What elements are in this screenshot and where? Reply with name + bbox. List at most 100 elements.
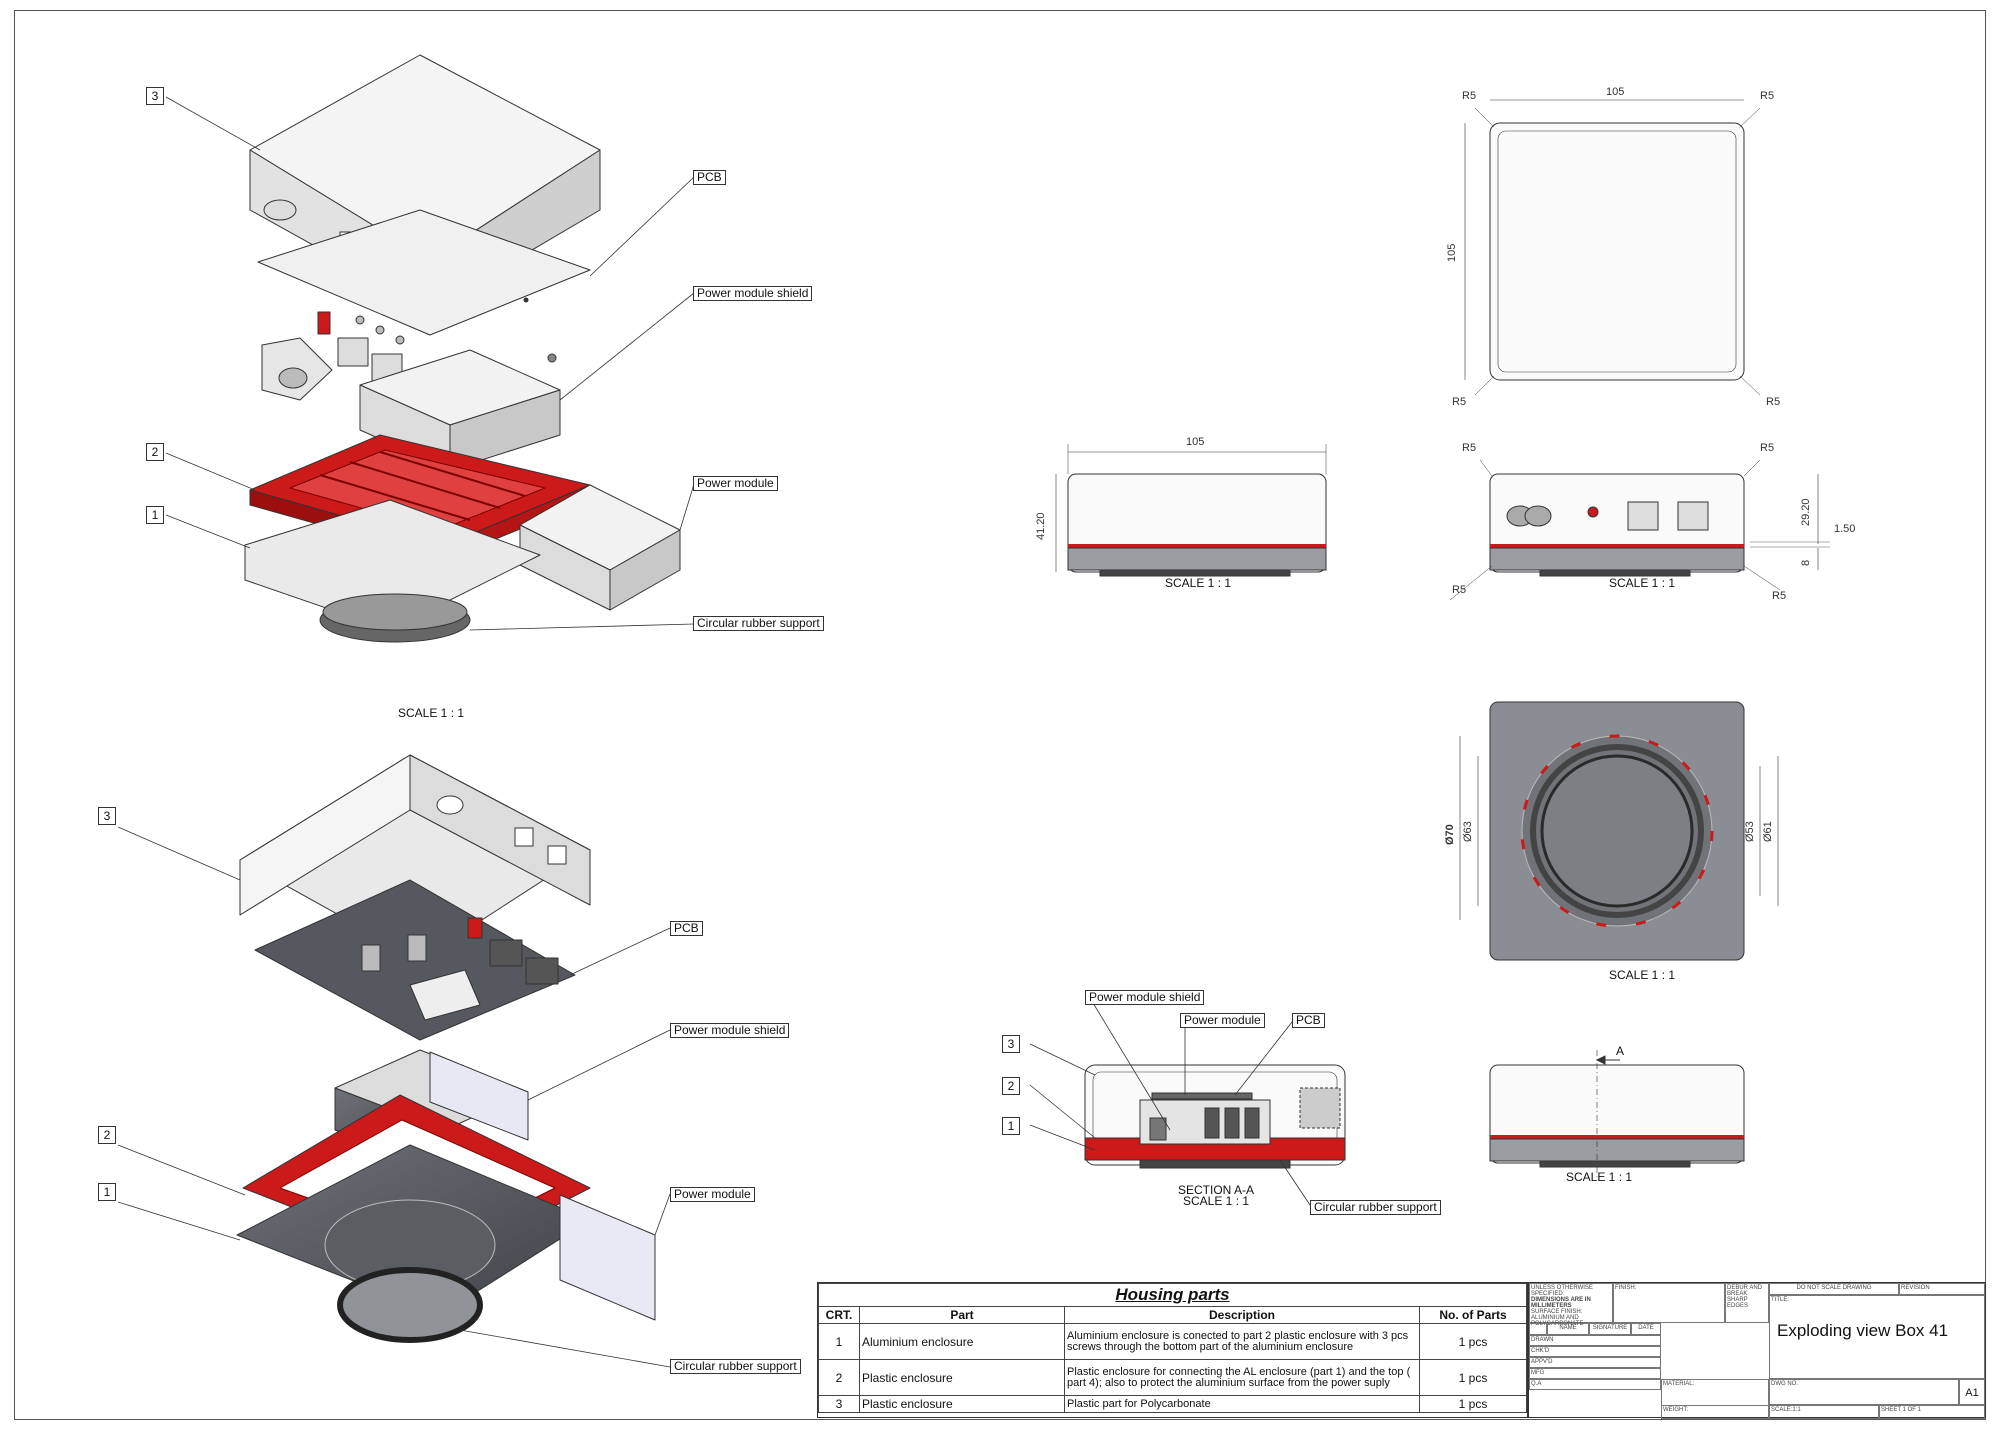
balloon-1-section: 1 — [1002, 1117, 1020, 1135]
tb-note2: DIMENSIONS ARE IN MILLIMETERS — [1531, 1297, 1591, 1309]
tb-title-cell: TITLE: Exploding view Box 41 — [1769, 1295, 1985, 1379]
tb-scale: SCALE:1:1 — [1769, 1405, 1879, 1419]
tb-dwgno: DWG NO. — [1769, 1379, 1959, 1405]
dim-front-height: 41.20 — [1035, 512, 1047, 540]
tb-finish: FINISH: — [1613, 1283, 1725, 1323]
tb-qa: Q.A — [1529, 1379, 1661, 1390]
row-1-desc: Aluminium enclosure is conected to part … — [1064, 1323, 1420, 1360]
tb-notes: UNLESS OTHERWISE SPECIFIED: DIMENSIONS A… — [1529, 1283, 1613, 1327]
table-row: 1 Aluminium enclosure Aluminium enclosur… — [818, 1323, 1527, 1360]
tb-noscale: DO NOT SCALE DRAWING — [1769, 1283, 1899, 1295]
row-3-qty: 1 pcs — [1419, 1395, 1527, 1413]
tb-title-label: TITLE: — [1771, 1297, 1790, 1303]
scale-side2: SCALE 1 : 1 — [1566, 1170, 1633, 1184]
dim-front-width: 105 — [1186, 436, 1205, 448]
dim-bottom-d63: Ø63 — [1462, 821, 1474, 842]
balloon-1-top: 1 — [146, 506, 164, 524]
exploded-view-bottom — [236, 754, 656, 1343]
col-qty: No. of Parts — [1419, 1306, 1527, 1324]
dim-top-r-tr: R5 — [1760, 90, 1775, 102]
balloon-1-bottom: 1 — [98, 1183, 116, 1201]
scale-label-exploded: SCALE 1 : 1 — [398, 706, 465, 720]
callout-shield-top: Power module shield — [693, 286, 813, 301]
leaders-bottom — [117, 826, 671, 1368]
row-1-part: Aluminium enclosure — [859, 1323, 1065, 1360]
col-crt: CRT. — [818, 1306, 860, 1324]
section-scale: SCALE 1 : 1 — [1183, 1194, 1250, 1208]
parts-table-title: Housing parts — [818, 1283, 1527, 1307]
bottom-view — [1459, 701, 1779, 961]
tb-weight: WEIGHT: — [1661, 1405, 1769, 1419]
dim-bottom-d61: Ø61 — [1762, 821, 1774, 842]
row-2-desc: Plastic enclosure for connecting the AL … — [1064, 1359, 1420, 1396]
housing-parts-table: Housing parts CRT. Part Description No. … — [817, 1282, 1528, 1418]
right-view — [1449, 459, 1830, 601]
row-3-part: Plastic enclosure — [859, 1395, 1065, 1413]
callout-rubber-bottom: Circular rubber support — [670, 1359, 801, 1374]
callout-module-section: Power module — [1180, 1013, 1265, 1028]
dim-right-t: 1.50 — [1834, 523, 1856, 535]
dim-top-r-bl: R5 — [1452, 396, 1467, 408]
title-block: UNLESS OTHERWISE SPECIFIED: DIMENSIONS A… — [1528, 1282, 1986, 1419]
callout-pcb-section: PCB — [1292, 1013, 1325, 1028]
dim-top-width: 105 — [1606, 86, 1625, 98]
table-row: 3 Plastic enclosure Plastic part for Pol… — [818, 1395, 1527, 1413]
row-2-qty: 1 pcs — [1419, 1359, 1527, 1396]
tb-note1: UNLESS OTHERWISE SPECIFIED: — [1531, 1285, 1593, 1297]
top-view — [1464, 99, 1761, 396]
row-2-crt: 2 — [818, 1359, 860, 1396]
section-marker-a: A — [1616, 1044, 1625, 1058]
dim-right-r-br: R5 — [1772, 590, 1787, 602]
tb-sheet: SHEET 1 OF 1 — [1879, 1405, 1985, 1419]
row-3-desc: Plastic part for Polycarbonate — [1064, 1395, 1420, 1413]
dim-right-r-bl: R5 — [1452, 584, 1467, 596]
col-description: Description — [1064, 1306, 1420, 1324]
tb-drawn: DRAWN — [1529, 1335, 1661, 1346]
row-1-qty: 1 pcs — [1419, 1323, 1527, 1360]
balloon-2-section: 2 — [1002, 1077, 1020, 1095]
col-part: Part — [859, 1306, 1065, 1324]
tb-revision: REVISION — [1899, 1283, 1985, 1295]
tb-signature: SIGNATURE — [1589, 1323, 1631, 1335]
balloon-3-top: 3 — [146, 87, 164, 105]
tb-appvd: APPV'D — [1529, 1357, 1661, 1368]
callout-pcb-top: PCB — [693, 170, 726, 185]
row-2-part: Plastic enclosure — [859, 1359, 1065, 1396]
drawing-sheet — [14, 10, 1986, 1420]
drawing-title: Exploding view Box 41 — [1777, 1321, 1949, 1340]
tb-deburr: DEBUR AND BREAK SHARP EDGES — [1725, 1283, 1769, 1323]
section-title: SECTION A-A — [1178, 1183, 1255, 1197]
callout-module-top: Power module — [693, 476, 778, 491]
dim-top-r-br: R5 — [1766, 396, 1781, 408]
callout-shield-section: Power module shield — [1085, 990, 1205, 1005]
table-row: 2 Plastic enclosure Plastic enclosure fo… — [818, 1359, 1527, 1396]
tb-size: A1 — [1959, 1379, 1985, 1405]
row-3-crt: 3 — [818, 1395, 860, 1413]
tb-name: NAME — [1547, 1323, 1589, 1335]
row-1-crt: 1 — [818, 1323, 860, 1360]
section-view — [1029, 997, 1346, 1206]
dim-right-h1: 29.20 — [1800, 498, 1812, 526]
tb-chkd: CHK'D — [1529, 1346, 1661, 1357]
tb-date: DATE — [1631, 1323, 1661, 1335]
balloon-3-section: 3 — [1002, 1035, 1020, 1053]
dim-top-height: 105 — [1446, 243, 1458, 262]
dim-top-r-tl: R5 — [1462, 90, 1477, 102]
tb-note3: SURFACE FINISH: ALUMINIUM AND POLYCARBON… — [1531, 1309, 1584, 1327]
callout-rubber-section: Circular rubber support — [1310, 1200, 1441, 1215]
dim-bottom-d53: Ø53 — [1744, 821, 1756, 842]
scale-bottom: SCALE 1 : 1 — [1609, 968, 1676, 982]
dim-right-h2: 8 — [1800, 559, 1812, 566]
dim-right-r-tl: R5 — [1462, 442, 1477, 454]
exploded-view-top — [244, 54, 681, 643]
dim-right-r-tr: R5 — [1760, 442, 1775, 454]
callout-shield-bottom: Power module shield — [670, 1023, 790, 1038]
dim-bottom-d70: Ø70 — [1444, 824, 1456, 845]
leaders-top — [165, 96, 695, 631]
callout-module-bottom: Power module — [670, 1187, 755, 1202]
front-view — [1055, 444, 1327, 577]
balloon-2-bottom: 2 — [98, 1126, 116, 1144]
scale-right: SCALE 1 : 1 — [1609, 576, 1676, 590]
tb-blank — [1529, 1323, 1547, 1335]
